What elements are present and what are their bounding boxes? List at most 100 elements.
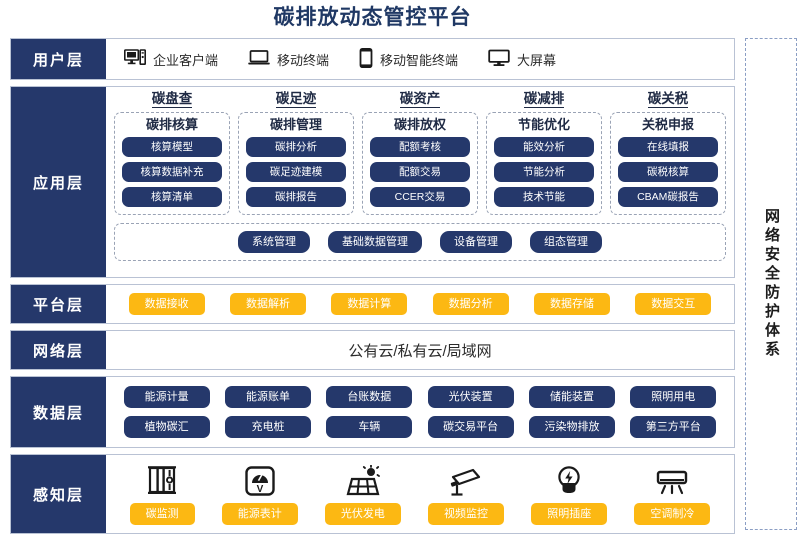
app-chip[interactable]: CBAM碳报告 — [618, 187, 718, 207]
light-bulb-icon — [556, 463, 582, 497]
app-chip[interactable]: 碳税核算 — [618, 162, 718, 182]
platform-chip-data-exchange[interactable]: 数据交互 — [635, 293, 712, 315]
data-row-2: 植物碳汇 充电桩 车辆 碳交易平台 污染物排放 第三方平台 — [116, 416, 724, 438]
perception-item-lighting-socket[interactable]: 照明插座 — [531, 463, 608, 525]
network-layer-text: 公有云/私有云/局域网 — [348, 342, 492, 360]
app-group-title: 碳减排 — [523, 91, 565, 108]
user-layer-label: 用户层 — [11, 39, 106, 79]
data-chip-plant-carbon-sink[interactable]: 植物碳汇 — [123, 416, 210, 438]
platform-layer-body: 数据接收 数据解析 数据计算 数据分析 数据存储 数据交互 — [106, 285, 734, 323]
app-chip[interactable]: 节能分析 — [494, 162, 594, 182]
user-item-label: 企业客户端 — [153, 52, 219, 68]
application-layer-body: 碳盘查 碳排核算 核算模型 核算数据补充 核算清单 碳足迹 碳排管理 碳排分析 — [106, 87, 734, 277]
app-group-carbon-reduction: 碳减排 节能优化 能效分析 节能分析 技术节能 — [486, 91, 602, 215]
app-chip[interactable]: 在线填报 — [618, 137, 718, 157]
network-security-band: 网络安全防护体系 — [745, 38, 797, 530]
perception-item-video-surveillance[interactable]: 视频监控 — [428, 463, 505, 525]
app-chip[interactable]: 碳足迹建模 — [246, 162, 346, 182]
data-chip-vehicle[interactable]: 车辆 — [326, 416, 413, 438]
network-layer-body: 公有云/私有云/局域网 — [106, 331, 734, 369]
app-chip[interactable]: 能效分析 — [494, 137, 594, 157]
data-chip-charging-pile[interactable]: 充电桩 — [224, 416, 311, 438]
app-chip[interactable]: 碳排分析 — [246, 137, 346, 157]
app-group-subtitle: 碳排放权 — [393, 117, 446, 132]
data-chip-third-party-platform[interactable]: 第三方平台 — [630, 416, 717, 438]
management-chip-device[interactable]: 设备管理 — [440, 231, 512, 253]
page-title: 碳排放动态管控平台 — [273, 6, 472, 29]
network-layer: 网络层 公有云/私有云/局域网 — [10, 330, 735, 370]
data-chip-carbon-trading-platform[interactable]: 碳交易平台 — [427, 416, 514, 438]
platform-chip-data-parse[interactable]: 数据解析 — [229, 293, 306, 315]
svg-text:V: V — [256, 484, 263, 495]
management-chip-configuration[interactable]: 组态管理 — [530, 231, 602, 253]
perception-item-label: 光伏发电 — [324, 503, 401, 525]
app-chip[interactable]: 配额考核 — [370, 137, 470, 157]
network-layer-label: 网络层 — [11, 331, 106, 369]
app-group-title: 碳盘查 — [151, 91, 193, 108]
data-layer-body: 能源计量 能源账单 台账数据 光伏装置 储能装置 照明用电 植物碳汇 充电桩 车… — [106, 377, 734, 447]
data-layer: 数据层 能源计量 能源账单 台账数据 光伏装置 储能装置 照明用电 植物碳汇 充… — [10, 376, 735, 448]
network-security-label: 网络安全防护体系 — [763, 208, 780, 360]
data-chip-pv-device[interactable]: 光伏装置 — [427, 386, 514, 408]
data-chip-pollutant-emission[interactable]: 污染物排放 — [528, 416, 615, 438]
app-chip[interactable]: 核算清单 — [122, 187, 222, 207]
desktop-tower-icon — [124, 48, 147, 70]
app-group-title: 碳资产 — [399, 91, 441, 108]
app-group-box: 碳排管理 碳排分析 碳足迹建模 碳排报告 — [238, 112, 354, 215]
data-layer-label: 数据层 — [11, 377, 106, 447]
app-group-carbon-inventory: 碳盘查 碳排核算 核算模型 核算数据补充 核算清单 — [114, 91, 230, 215]
data-row-1: 能源计量 能源账单 台账数据 光伏装置 储能装置 照明用电 — [116, 386, 724, 408]
app-chip[interactable]: CCER交易 — [370, 187, 470, 207]
perception-item-carbon-monitor[interactable]: 碳监测 — [129, 463, 195, 525]
application-group-row: 碳盘查 碳排核算 核算模型 核算数据补充 核算清单 碳足迹 碳排管理 碳排分析 — [114, 91, 726, 215]
user-layer: 用户层 企业客户端 — [10, 38, 735, 80]
app-group-carbon-tariff: 碳关税 关税申报 在线填报 碳税核算 CBAM碳报告 — [610, 91, 726, 215]
perception-item-solar-generation[interactable]: 光伏发电 — [324, 463, 401, 525]
user-layer-body: 企业客户端 移动终端 — [106, 39, 734, 79]
application-management-box: 系统管理 基础数据管理 设备管理 组态管理 — [114, 223, 726, 261]
app-group-subtitle: 碳排管理 — [269, 117, 322, 132]
app-chip[interactable]: 碳排报告 — [246, 187, 346, 207]
data-chip-energy-bill[interactable]: 能源账单 — [224, 386, 311, 408]
data-chip-lighting-power[interactable]: 照明用电 — [630, 386, 717, 408]
app-group-subtitle: 关税申报 — [641, 117, 694, 132]
platform-chip-data-compute[interactable]: 数据计算 — [331, 293, 408, 315]
user-item-label: 大屏幕 — [517, 52, 557, 68]
app-group-box: 节能优化 能效分析 节能分析 技术节能 — [486, 112, 602, 215]
carbon-monitor-icon — [147, 463, 177, 497]
app-chip[interactable]: 核算模型 — [122, 137, 222, 157]
user-item-mobile-terminal[interactable]: 移动终端 — [236, 49, 347, 70]
app-group-subtitle: 节能优化 — [517, 117, 570, 132]
user-item-enterprise-client[interactable]: 企业客户端 — [112, 48, 236, 70]
user-item-smart-mobile-terminal[interactable]: 移动智能终端 — [347, 47, 476, 71]
app-chip[interactable]: 核算数据补充 — [122, 162, 222, 182]
perception-layer-body: 碳监测 V 能源表计 — [106, 455, 734, 533]
perception-item-label: 空调制冷 — [634, 503, 711, 525]
data-chip-energy-metering[interactable]: 能源计量 — [123, 386, 210, 408]
app-group-box: 关税申报 在线填报 碳税核算 CBAM碳报告 — [610, 112, 726, 215]
app-group-carbon-asset: 碳资产 碳排放权 配额考核 配额交易 CCER交易 — [362, 91, 478, 215]
perception-item-label: 碳监测 — [129, 503, 195, 525]
user-item-large-screen[interactable]: 大屏幕 — [476, 49, 574, 70]
layer-stack: 用户层 企业客户端 — [10, 38, 735, 540]
data-chip-ledger-data[interactable]: 台账数据 — [326, 386, 413, 408]
app-chip[interactable]: 配额交易 — [370, 162, 470, 182]
app-group-subtitle: 碳排核算 — [145, 117, 198, 132]
smartphone-icon — [359, 47, 373, 71]
perception-layer: 感知层 碳 — [10, 454, 735, 534]
perception-item-energy-meter[interactable]: V 能源表计 — [221, 463, 298, 525]
perception-item-label: 能源表计 — [221, 503, 298, 525]
app-group-box: 碳排核算 核算模型 核算数据补充 核算清单 — [114, 112, 230, 215]
perception-item-air-conditioning[interactable]: 空调制冷 — [634, 463, 711, 525]
management-chip-system[interactable]: 系统管理 — [238, 231, 310, 253]
platform-chip-data-analysis[interactable]: 数据分析 — [432, 293, 509, 315]
platform-chip-data-receive[interactable]: 数据接收 — [128, 293, 205, 315]
app-chip[interactable]: 技术节能 — [494, 187, 594, 207]
app-group-box: 碳排放权 配额考核 配额交易 CCER交易 — [362, 112, 478, 215]
monitor-icon — [488, 49, 510, 70]
data-chip-storage-device[interactable]: 储能装置 — [528, 386, 615, 408]
platform-chip-data-storage[interactable]: 数据存储 — [533, 293, 610, 315]
management-chip-basic-data[interactable]: 基础数据管理 — [328, 231, 422, 253]
solar-panel-icon — [346, 463, 380, 497]
